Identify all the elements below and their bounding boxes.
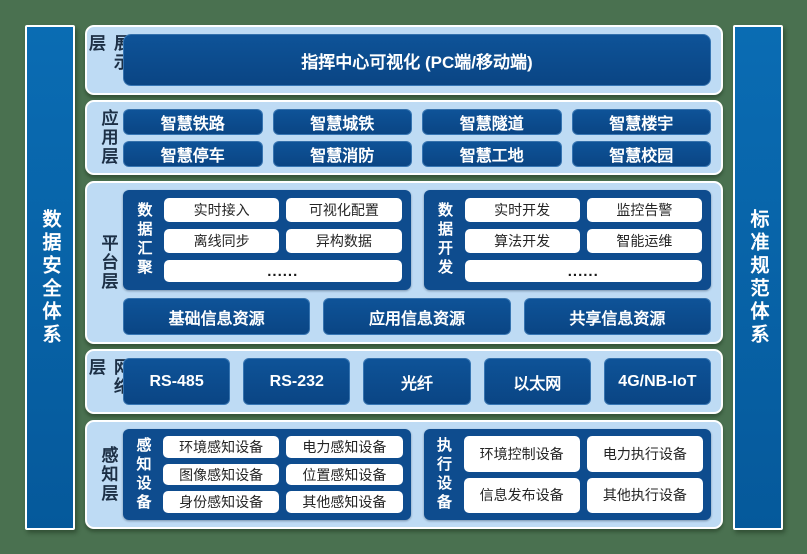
layer-perception-label-wrap: 感知层	[93, 429, 123, 520]
platform-item: 实时接入	[164, 198, 280, 222]
layer-perception: 感知层 感知设备 环境感知设备 电力感知设备 图像感知设备 位置感知设备	[85, 420, 723, 529]
resource-box: 应用信息资源	[323, 298, 511, 335]
command-center-box: 指挥中心可视化 (PC端/移动端)	[123, 34, 711, 86]
app-box: 智慧工地	[422, 141, 562, 167]
layer-platform-label: 平台层	[98, 234, 118, 291]
platform-item: 算法开发	[464, 229, 580, 253]
layer-network: 网络层 RS-485 RS-232 光纤 以太网 4G/NB-IoT	[85, 349, 723, 414]
exec-device-row: 环境控制设备 电力执行设备	[463, 436, 703, 472]
pillar-standards: 标准规范体系	[733, 25, 783, 530]
layer-application-label-wrap: 应用层	[93, 109, 123, 166]
device-box: 其他执行设备	[586, 477, 703, 513]
device-box: 其他感知设备	[286, 491, 403, 514]
pillar-data-security: 数据安全体系	[25, 25, 75, 530]
sense-device-label: 感知设备	[134, 436, 152, 513]
platform-item: 可视化配置	[286, 198, 402, 222]
data-gather-label-wrap: 数据汇聚	[132, 198, 156, 282]
app-box: 智慧城铁	[272, 109, 412, 135]
layer-display-content: 指挥中心可视化 (PC端/移动端)	[123, 34, 711, 86]
platform-item: 监控告警	[586, 198, 702, 222]
app-box: 智慧隧道	[422, 109, 562, 135]
network-box: RS-232	[243, 358, 351, 405]
data-gather-label: 数据汇聚	[135, 202, 153, 278]
layer-platform-content: 数据汇聚 实时接入 可视化配置 离线同步 异构数据 ......	[123, 190, 711, 335]
device-box: 身份感知设备	[163, 491, 280, 514]
data-gather-row: 实时接入 可视化配置	[164, 198, 402, 222]
exec-device-row: 信息发布设备 其他执行设备	[463, 477, 703, 513]
platform-item: 实时开发	[464, 198, 580, 222]
data-gather-group: 数据汇聚 实时接入 可视化配置 离线同步 异构数据 ......	[123, 190, 411, 290]
data-develop-items: 实时开发 监控告警 算法开发 智能运维 ......	[464, 198, 702, 282]
data-gather-items: 实时接入 可视化配置 离线同步 异构数据 ......	[164, 198, 402, 282]
pillar-data-security-label: 数据安全体系	[39, 208, 61, 347]
platform-item: 异构数据	[286, 229, 402, 253]
device-box: 信息发布设备	[463, 477, 580, 513]
layer-stack: 展示层 指挥中心可视化 (PC端/移动端) 应用层 智慧铁路 智慧城铁 智慧隧道…	[85, 25, 723, 530]
exec-device-label: 执行设备	[435, 436, 452, 513]
layer-network-label-wrap: 网络层	[86, 358, 130, 405]
sense-device-group: 感知设备 环境感知设备 电力感知设备 图像感知设备 位置感知设备 身份感知设备	[123, 429, 411, 520]
sense-device-items: 环境感知设备 电力感知设备 图像感知设备 位置感知设备 身份感知设备 其他感知设…	[163, 436, 403, 514]
device-box: 环境感知设备	[163, 436, 280, 458]
sense-device-label-wrap: 感知设备	[131, 436, 155, 513]
platform-item: 智能运维	[586, 229, 702, 253]
app-box: 智慧楼宇	[571, 109, 711, 135]
network-box: 光纤	[363, 358, 471, 405]
more-ellipsis-box: ......	[464, 260, 702, 282]
layer-application-label: 应用层	[98, 109, 118, 166]
data-develop-row: 算法开发 智能运维	[464, 229, 702, 253]
layer-platform-label-wrap: 平台层	[93, 190, 123, 335]
layer-platform: 平台层 数据汇聚 实时接入 可视化配置	[85, 181, 723, 344]
platform-item: 离线同步	[164, 229, 280, 253]
network-box: 4G/NB-IoT	[603, 358, 712, 405]
device-box: 位置感知设备	[286, 463, 403, 486]
data-develop-label: 数据开发	[436, 202, 453, 278]
device-box: 图像感知设备	[163, 463, 280, 486]
device-box: 电力执行设备	[586, 436, 703, 472]
exec-device-label-wrap: 执行设备	[432, 436, 456, 513]
data-develop-label-wrap: 数据开发	[433, 198, 457, 282]
more-ellipsis-box: ......	[164, 260, 402, 282]
network-box: 以太网	[483, 358, 591, 405]
sense-device-row: 图像感知设备 位置感知设备	[163, 463, 403, 486]
device-box: 环境控制设备	[463, 436, 580, 472]
pillar-standards-label: 标准规范体系	[747, 208, 769, 347]
exec-device-group: 执行设备 环境控制设备 电力执行设备 信息发布设备 其他执行设备	[423, 429, 711, 520]
app-box: 智慧消防	[272, 141, 412, 167]
app-box: 智慧校园	[571, 141, 711, 167]
network-box: RS-485	[123, 358, 231, 405]
layer-network-content: RS-485 RS-232 光纤 以太网 4G/NB-IoT	[123, 358, 712, 405]
data-gather-row: 离线同步 异构数据	[164, 229, 402, 253]
data-develop-row: 实时开发 监控告警	[464, 198, 702, 222]
layer-perception-label: 感知层	[98, 446, 118, 503]
layer-display: 展示层 指挥中心可视化 (PC端/移动端)	[85, 25, 723, 95]
app-box: 智慧铁路	[123, 109, 263, 135]
exec-device-items: 环境控制设备 电力执行设备 信息发布设备 其他执行设备	[463, 436, 703, 513]
app-box: 智慧停车	[123, 141, 263, 167]
application-row: 智慧停车 智慧消防 智慧工地 智慧校园	[123, 141, 711, 167]
resource-box: 共享信息资源	[523, 298, 711, 335]
sense-device-row: 环境感知设备 电力感知设备	[163, 436, 403, 458]
sense-device-row: 身份感知设备 其他感知设备	[163, 491, 403, 514]
layer-perception-content: 感知设备 环境感知设备 电力感知设备 图像感知设备 位置感知设备 身份感知设备	[123, 429, 711, 520]
platform-groups: 数据汇聚 实时接入 可视化配置 离线同步 异构数据 ......	[123, 190, 711, 290]
application-row: 智慧铁路 智慧城铁 智慧隧道 智慧楼宇	[123, 109, 711, 135]
layer-application-content: 智慧铁路 智慧城铁 智慧隧道 智慧楼宇 智慧停车 智慧消防 智慧工地 智慧校园	[123, 109, 711, 167]
resource-row: 基础信息资源 应用信息资源 共享信息资源	[123, 298, 711, 335]
device-box: 电力感知设备	[286, 436, 403, 458]
layer-application: 应用层 智慧铁路 智慧城铁 智慧隧道 智慧楼宇 智慧停车 智慧消防 智慧工地 智…	[85, 100, 723, 175]
resource-box: 基础信息资源	[123, 298, 311, 335]
data-develop-group: 数据开发 实时开发 监控告警 算法开发 智能运维 ......	[423, 190, 711, 290]
layer-display-label-wrap: 展示层	[86, 34, 130, 86]
